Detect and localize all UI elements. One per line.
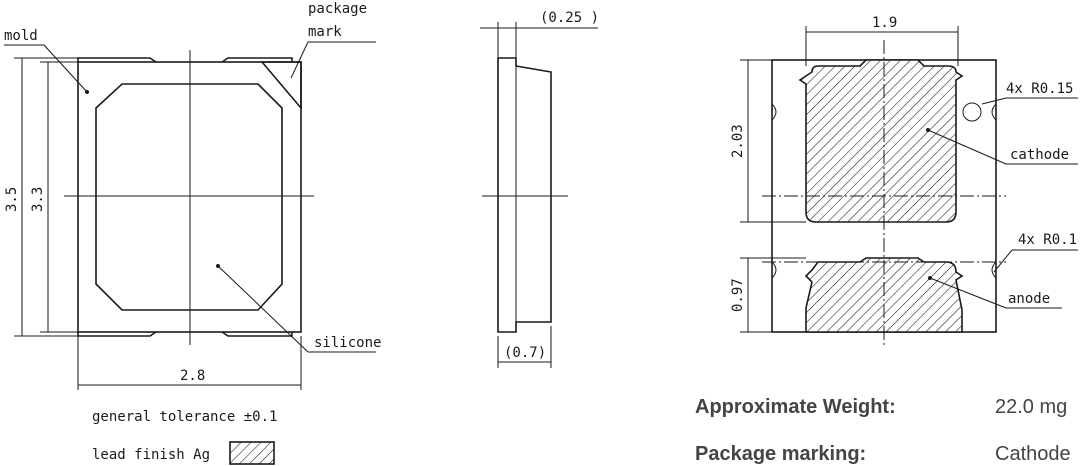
radius-circle-top	[962, 102, 982, 122]
package-mark-corner	[260, 61, 302, 111]
note-tolerance: general tolerance ±0.1	[92, 409, 277, 425]
notch-left-bottom	[771, 261, 777, 279]
anode-leader	[929, 277, 1007, 309]
silicone-lens	[95, 83, 283, 311]
radius-bottom-leader	[993, 249, 1013, 273]
dim-07-text: (0.7)	[504, 345, 546, 361]
side-profile	[497, 57, 552, 333]
side-view: (0.25 ) (0.7)	[480, 10, 599, 368]
dim-097-text: 0.97	[730, 278, 746, 312]
package-mark-leader	[290, 41, 309, 79]
top-view: mold package mark silicone 2.8 3.5 3.3	[4, 1, 381, 390]
spec-marking-value: Cathode	[995, 443, 1071, 465]
mold-leader-dot	[85, 90, 89, 94]
label-mark: mark	[308, 24, 342, 40]
radius-top-leader	[981, 97, 1007, 105]
label-mold: mold	[4, 28, 38, 44]
notes: general tolerance ±0.1 lead finish Ag	[92, 409, 277, 465]
spec-weight-label: Approximate Weight:	[695, 396, 896, 418]
spec-weight-value: 22.0 mg	[995, 396, 1067, 418]
label-radius-top: 4x R0.15	[1006, 81, 1073, 97]
dim-025-text: (0.25 )	[540, 10, 599, 26]
notch-left-top	[771, 103, 777, 121]
cathode-pad	[798, 59, 964, 223]
lead-finish-swatch	[229, 441, 275, 465]
label-package: package	[308, 1, 367, 17]
mold-leader	[43, 44, 88, 93]
dim-203-text: 2.03	[730, 124, 746, 158]
label-cathode: cathode	[1010, 147, 1069, 163]
cathode-leader	[927, 129, 1007, 165]
lead-tab-top	[77, 57, 293, 63]
dim-width-text: 2.8	[180, 368, 205, 384]
notch-right-top	[991, 103, 997, 121]
note-lead-finish: lead finish Ag	[92, 447, 210, 463]
spec-marking-label: Package marking:	[695, 443, 866, 465]
specs: Approximate Weight: 22.0 mg Package mark…	[695, 396, 1071, 465]
lead-tab-bottom	[77, 331, 293, 337]
label-anode: anode	[1008, 291, 1050, 307]
dim-height-outer-text: 3.5	[4, 187, 20, 212]
label-silicone: silicone	[314, 335, 381, 351]
silicone-leader	[217, 265, 309, 353]
pad-view: 1.9 2.03 0.97 4x R0.15 cathode 4x R0.1 a…	[730, 15, 1078, 346]
dim-19-text: 1.9	[872, 15, 897, 31]
dim-height-inner-text: 3.3	[30, 187, 46, 212]
label-radius-bottom: 4x R0.1	[1018, 232, 1077, 248]
notch-right-bottom	[991, 261, 997, 279]
